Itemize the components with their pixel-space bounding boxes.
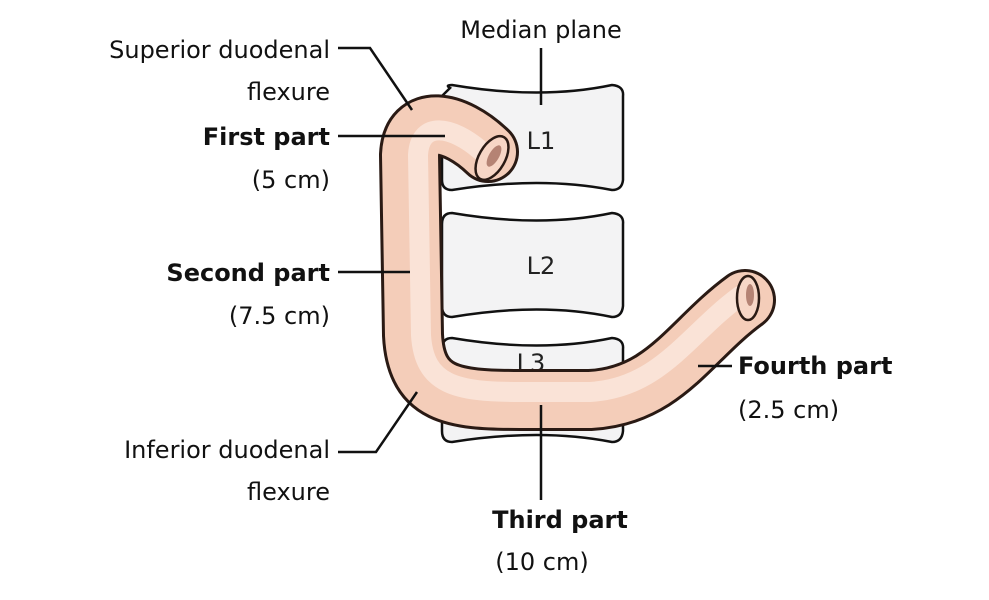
label-second-part: Second part [166,259,330,287]
vertebra-label-l2: L2 [527,252,556,280]
label-second-part-length: (7.5 cm) [229,302,330,330]
label-superior-flexure-line2: flexure [247,78,330,106]
label-inferior-flexure-line2: flexure [247,478,330,506]
vertebra-label-l1: L1 [527,127,556,155]
vertebra-l2: L2 [440,211,625,319]
label-fourth-part-length: (2.5 cm) [738,396,839,424]
label-third-part-length: (10 cm) [495,548,588,576]
label-superior-flexure-line1: Superior duodenal [109,36,330,64]
label-fourth-part: Fourth part [738,352,892,380]
superior-flexure-leader [338,46,414,111]
label-first-part-length: (5 cm) [252,166,330,194]
label-inferior-flexure-line1: Inferior duodenal [124,436,330,464]
inferior-flexure-leader [338,391,419,454]
label-median-plane: Median plane [460,16,622,44]
label-first-part: First part [203,123,330,151]
label-third-part: Third part [492,506,628,534]
duodenum [379,94,776,431]
